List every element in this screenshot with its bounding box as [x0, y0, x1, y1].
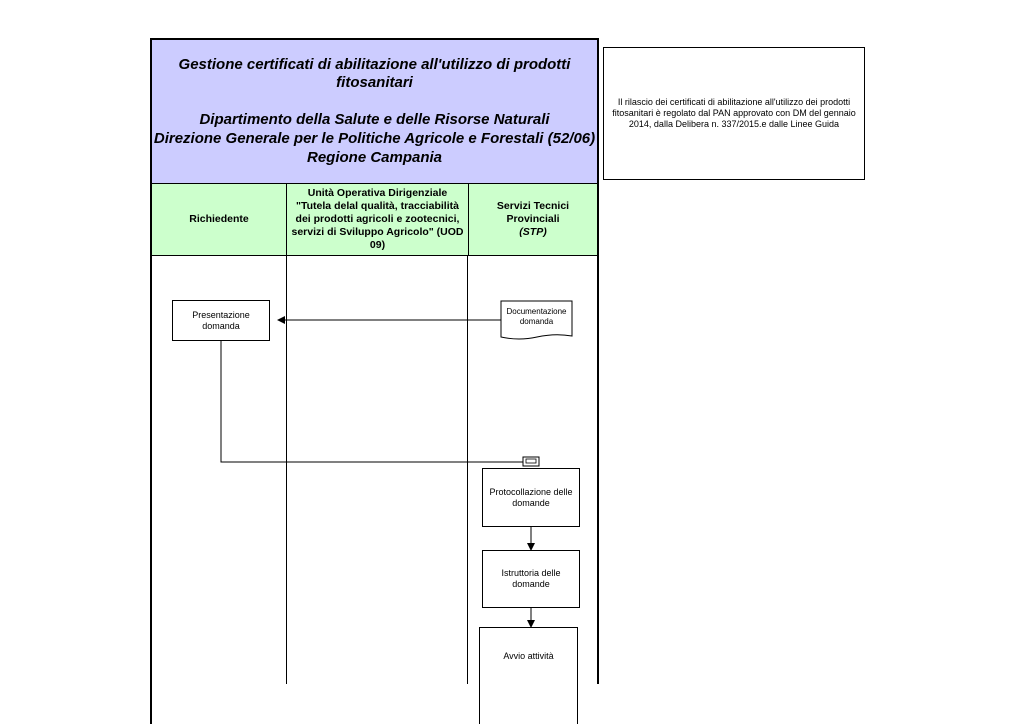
diagram-title-block: Gestione certificati di abilitazione all… [150, 38, 599, 184]
lane-divider [286, 184, 287, 255]
lane-header-label: Servizi Tecnici Provinciali [496, 200, 570, 225]
department-name: Dipartimento della Salute e delle Risors… [199, 111, 550, 128]
lane-divider [468, 184, 469, 255]
regulation-note: Il rilascio dei certificati di abilitazi… [603, 47, 865, 180]
lane-header-uod: Unità Operativa Dirigenziale "Tutela del… [287, 184, 468, 255]
inbox-icon [522, 456, 540, 467]
arrow-presentazione-to-protocollazione [220, 340, 531, 466]
step-label: Documentazione domanda [506, 307, 567, 326]
step-istruttoria-domande: Istruttoria delle domande [482, 550, 580, 608]
lane-header-richiedente: Richiedente [152, 184, 286, 255]
lanes-header: Richiedente Unità Operativa Dirigenziale… [150, 183, 599, 256]
step-label: Presentazione domanda [192, 309, 250, 331]
avvio-box-left-edge [479, 684, 480, 724]
lane-divider [467, 256, 468, 684]
lane-header-label: Richiedente [189, 213, 249, 225]
lane-header-stp: Servizi Tecnici Provinciali (STP) [469, 184, 597, 255]
document-shape [500, 300, 573, 340]
lane-header-label: Unità Operativa Dirigenziale "Tutela del… [291, 187, 464, 251]
swimlane-right-border [597, 256, 599, 684]
lane-divider [286, 256, 287, 684]
step-avvio-attivita: Avvio attività [479, 627, 578, 685]
step-presentazione-domanda: Presentazione domanda [172, 300, 270, 341]
step-label: Protocollazione delle domande [489, 486, 573, 508]
swimlane-left-border [150, 256, 152, 724]
step-label: Avvio attività [503, 651, 554, 661]
step-label: Istruttoria delle domande [501, 568, 561, 589]
doc-documentazione-domanda: Documentazione domanda [501, 302, 572, 332]
directorate-name: Direzione Generale per le Politiche Agri… [153, 130, 596, 147]
avvio-box-right-edge [577, 684, 578, 724]
step-protocollazione-domande: Protocollazione delle domande [482, 468, 580, 527]
lane-header-abbr: (STP) [519, 226, 547, 238]
region-name: Regione Campania [306, 149, 443, 166]
process-title: Gestione certificati di abilitazione all… [178, 56, 571, 91]
